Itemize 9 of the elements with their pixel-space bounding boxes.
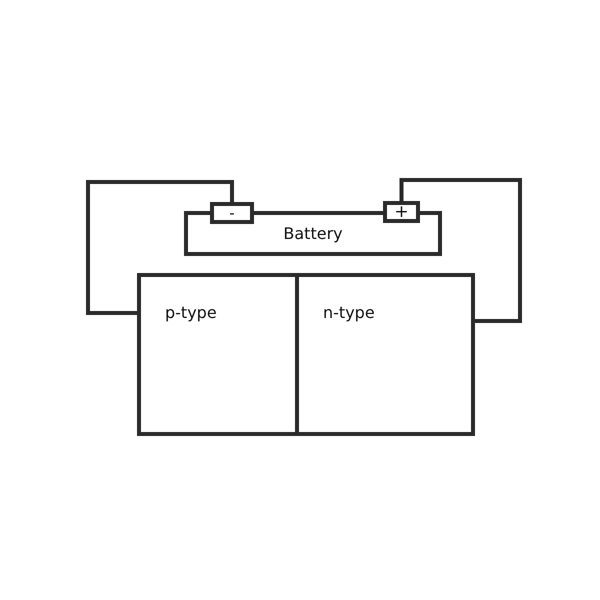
wire <box>400 178 522 323</box>
label-text: n-type <box>323 305 375 321</box>
battery-terminal <box>383 201 420 223</box>
label-text: p-type <box>165 305 217 321</box>
battery-terminal <box>210 202 254 224</box>
label-text: + <box>394 204 409 220</box>
label-text: Battery <box>283 226 343 242</box>
label-text: - <box>229 206 235 220</box>
wire <box>86 180 234 315</box>
